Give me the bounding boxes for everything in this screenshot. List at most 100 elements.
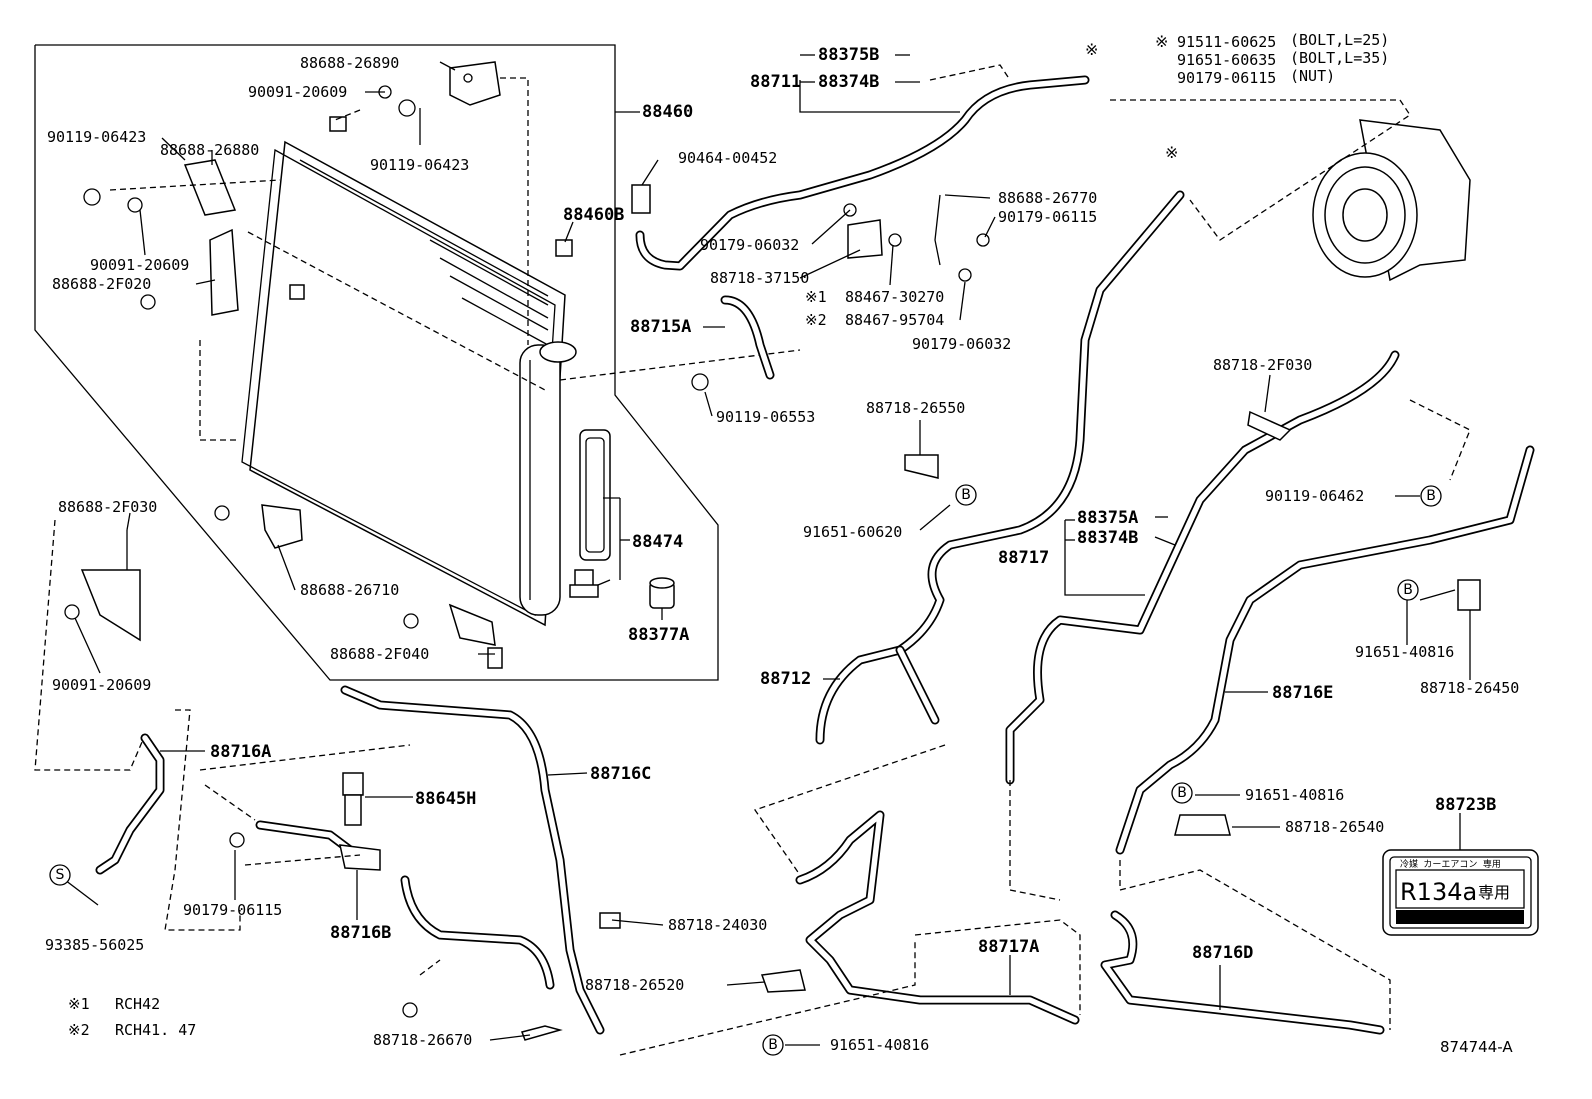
asterisk1-marker: ※1: [805, 288, 827, 306]
footnotes: ※1 RCH42 ※2 RCH41. 47: [68, 995, 196, 1039]
drier-cap: [649, 577, 675, 609]
marker-b: B: [961, 487, 971, 503]
label-plate-r134a: R134a: [1400, 878, 1477, 906]
label-90091-20609-top: 90091-20609: [248, 83, 347, 101]
label-90091-20609-mid: 90091-20609: [90, 256, 189, 274]
label-91651-40816-bottom: 91651-40816: [830, 1036, 929, 1054]
label-88716E: 88716E: [1272, 683, 1333, 703]
diagram-id: 874744-A: [1440, 1038, 1513, 1056]
marker-b: B: [1426, 488, 1436, 504]
label-88717: 88717: [998, 548, 1049, 568]
footnote-2-mark: ※2: [68, 1021, 90, 1039]
refrigerant-label-plate: 冷媒 カーエアコン 専用 R134a 専用: [1382, 849, 1539, 936]
label-leaders: [64, 54, 1471, 1046]
label-90091-20609-bottom: 90091-20609: [52, 676, 151, 694]
clip-icons: [229, 184, 1481, 1041]
label-88717A: 88717A: [978, 937, 1039, 957]
dashed-leaders: [164, 64, 1471, 1056]
filter-element: [579, 429, 611, 561]
label-88460B: 88460B: [563, 205, 624, 225]
label-plate-header: 冷媒 カーエアコン 専用: [1400, 858, 1501, 870]
label-plate-exclusive: 専用: [1478, 883, 1510, 902]
bracket-upper-right: [449, 61, 501, 106]
label-90119-06423-right: 90119-06423: [370, 156, 469, 174]
label-91651-60620: 91651-60620: [803, 523, 902, 541]
asterisk2-marker: ※2: [805, 311, 827, 329]
condenser-core: [241, 140, 566, 627]
label-88716D: 88716D: [1192, 943, 1253, 963]
tube-88712: [815, 190, 1185, 745]
asterisk-marker: ※: [1155, 32, 1168, 51]
bracket-upper-left: [183, 159, 237, 216]
footnote-1-mark: ※1: [68, 995, 90, 1013]
label-90464-00452: 90464-00452: [678, 149, 777, 167]
label-88377A: 88377A: [628, 625, 689, 645]
tube-88717: [1005, 350, 1400, 785]
label-88645H: 88645H: [415, 789, 476, 809]
fitting-block-88716B: [339, 844, 381, 871]
label-88474: 88474: [632, 532, 683, 552]
clamp-88718-37150: [847, 219, 883, 259]
label-bolt-note-25: (BOLT,L=25): [1290, 31, 1389, 49]
label-88718-26550: 88718-26550: [866, 399, 965, 417]
label-88718-26540: 88718-26540: [1285, 818, 1384, 836]
clamp-88718-26540: [1174, 814, 1231, 836]
tube-88716E: [1115, 445, 1535, 855]
tube-88716C: [340, 685, 605, 1035]
label-91651-40816-mid: 91651-40816: [1245, 786, 1344, 804]
marker-b: B: [1177, 785, 1187, 801]
label-nut-90179-06115: 90179-06115: [1177, 69, 1276, 87]
marker-b: B: [768, 1037, 778, 1053]
label-88688-2F040: 88688-2F040: [330, 645, 429, 663]
label-88718-26450: 88718-26450: [1420, 679, 1519, 697]
label-88375A: 88375A: [1077, 508, 1138, 528]
label-nut-note: (NUT): [1290, 67, 1335, 85]
label-88460: 88460: [642, 102, 693, 122]
clamp-88718-26550: [904, 454, 939, 479]
label-90179-06115-right: 90179-06115: [998, 208, 1097, 226]
marker-s: S: [56, 867, 65, 883]
label-88715A: 88715A: [630, 317, 691, 337]
label-88723B: 88723B: [1435, 795, 1496, 815]
label-88688-2F020: 88688-2F020: [52, 275, 151, 293]
receiver-drier: [519, 341, 577, 616]
condenser-assembly-frame: [34, 44, 719, 681]
label-88718-2F030: 88718-2F030: [1213, 356, 1312, 374]
label-88716A: 88716A: [210, 742, 271, 762]
tube-88716D: [1100, 910, 1385, 1035]
label-90119-06423-left: 90119-06423: [47, 128, 146, 146]
compressor: [1312, 119, 1471, 282]
asterisk-marker: ※: [1165, 143, 1178, 162]
bracket-2f030: [64, 530, 141, 642]
bracket-88688-26770: [934, 194, 941, 266]
footnote-1-text: RCH42: [115, 995, 160, 1013]
label-88688-26770: 88688-26770: [998, 189, 1097, 207]
label-90119-06462: 90119-06462: [1265, 487, 1364, 505]
label-88374B-mid: 88374B: [1077, 528, 1138, 548]
label-88716B: 88716B: [330, 923, 391, 943]
label-88718-24030: 88718-24030: [668, 916, 767, 934]
label-88711: 88711: [750, 72, 801, 92]
bracket-2f040: [448, 603, 503, 669]
tube-88715A: [720, 295, 775, 380]
label-88718-37150: 88718-37150: [710, 269, 809, 287]
tube-88711: [635, 75, 1090, 271]
label-88467-30270: 88467-30270: [845, 288, 944, 306]
label-bolt-note-35: (BOLT,L=35): [1290, 49, 1389, 67]
label-90119-06553: 90119-06553: [716, 408, 815, 426]
circled-b-markers: B B B B B S: [49, 484, 1442, 1056]
label-88688-2F030-left: 88688-2F030: [58, 498, 157, 516]
tube-88716B: [255, 820, 355, 855]
label-90179-06032-b: 90179-06032: [912, 335, 1011, 353]
label-bolt-91511-60625: 91511-60625: [1177, 33, 1276, 51]
label-88688-26710: 88688-26710: [300, 581, 399, 599]
tube-88717A: [795, 810, 1080, 1025]
label-88688-26890: 88688-26890: [300, 54, 399, 72]
label-88375B-top: 88375B: [818, 45, 879, 65]
label-93385-56025: 93385-56025: [45, 936, 144, 954]
compressor-dashed-box: [1110, 99, 1411, 241]
drier-plug: [569, 569, 599, 598]
label-88467-95704: 88467-95704: [845, 311, 944, 329]
label-88374B-top: 88374B: [818, 72, 879, 92]
